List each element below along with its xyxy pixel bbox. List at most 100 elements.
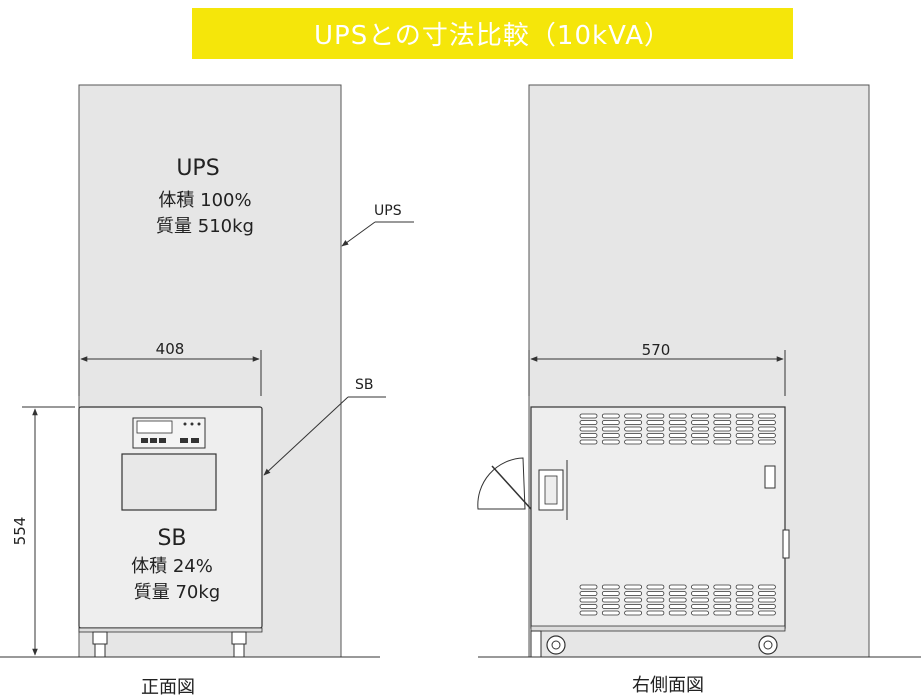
sb-window [121,453,217,511]
vent-slot [601,413,620,419]
front-view: UPS 体積 100% 質量 510kg 408 SB 体積 24% 質量 70… [0,84,414,698]
vent-slot [601,597,620,603]
vent-slot [601,426,620,432]
vent-slot [758,426,776,432]
vent-slot [691,597,709,603]
vent-slot [691,591,709,596]
vent-slot [758,604,776,609]
vent-slot [691,426,709,432]
vent-slot [735,413,754,419]
door-swing-line [491,465,532,510]
caster-right-icon [231,631,247,658]
caster-side-right-icon [758,635,778,655]
vent-slot [668,597,687,603]
vent-slot [646,597,665,603]
vent-slot [668,439,687,445]
vent-slot [713,439,732,445]
vent-slot [668,591,687,596]
vent-slot [646,604,665,609]
callout-ups-leader [341,221,376,247]
sb-volume-label: 体積 24% [131,556,213,577]
caster-side-left-icon [530,630,566,658]
vent-slot [579,584,598,590]
vent-slot [624,591,642,596]
sb-side-base [530,625,786,632]
vent-slot [601,610,620,616]
vent-slot [735,426,754,432]
vent-slot [758,439,776,445]
vent-slot [713,426,732,432]
vent-slot [601,439,620,445]
sb-mass-label: 質量 70kg [134,582,220,603]
vent-grille-top [579,413,776,445]
vent-slot [579,604,598,609]
vent-slot [624,584,642,590]
sb-button-2 [150,438,157,443]
handle-bracket-inner [544,475,558,505]
vent-slot [668,426,687,432]
vent-grille-bottom [579,584,776,616]
page-title: UPSとの寸法比較（10kVA） [313,21,671,51]
height-dim-value: 554 [11,517,29,546]
vent-slot [758,584,776,590]
vent-slot [758,413,776,419]
vent-slot [624,439,642,445]
sb-led-3 [197,422,201,426]
side-latch [764,465,776,489]
vent-slot [624,610,642,616]
rear-handle [782,529,790,559]
vent-slot [691,610,709,616]
vent-slot [579,426,598,432]
sb-button-5 [191,438,199,443]
vent-slot [691,420,709,425]
ups-mass-label: 質量 510kg [156,216,254,237]
vent-slot [646,610,665,616]
vent-slot [601,584,620,590]
vent-slot [668,413,687,419]
vent-slot [579,433,598,438]
title-banner: UPSとの寸法比較（10kVA） [192,8,793,59]
vent-slot [735,584,754,590]
vent-slot [735,604,754,609]
vent-slot [735,610,754,616]
depth-dim-value: 570 [642,341,671,359]
sb-button-3 [159,438,166,443]
sb-base [78,627,263,633]
vent-slot [601,433,620,438]
vent-slot [601,604,620,609]
sb-led-2 [190,422,194,426]
vent-slot [646,584,665,590]
vent-slot [579,610,598,616]
callout-sb-label: SB [355,377,374,393]
vent-slot [579,413,598,419]
vent-slot [758,597,776,603]
vent-slot [691,439,709,445]
vent-slot [713,433,732,438]
vent-slot [624,597,642,603]
vent-slot [646,439,665,445]
sb-led-1 [183,422,187,426]
vent-slot [713,604,732,609]
callout-ups-label: UPS [374,203,402,219]
vent-slot [646,420,665,425]
vent-slot [735,591,754,596]
vent-slot [601,591,620,596]
vent-slot [758,433,776,438]
sb-display [136,420,173,434]
vent-slot [646,433,665,438]
vent-slot [735,439,754,445]
vent-slot [646,426,665,432]
door-swing-arc [477,457,526,510]
sb-name-label: SB [157,526,186,551]
vent-slot [758,591,776,596]
vent-slot [713,413,732,419]
vent-slot [668,610,687,616]
vent-slot [579,439,598,445]
side-view: 570 右側面図 [477,84,921,696]
vent-slot [713,597,732,603]
vent-slot [668,420,687,425]
vent-slot [668,433,687,438]
vent-slot [579,597,598,603]
vent-slot [735,597,754,603]
vent-slot [646,413,665,419]
